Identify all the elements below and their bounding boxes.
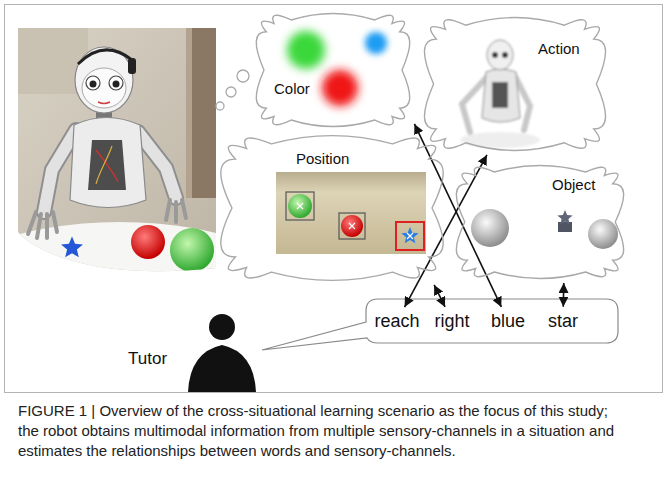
robot-photo	[90, 81, 97, 88]
tutor-silhouette	[188, 314, 256, 392]
robot-action-image	[460, 132, 540, 148]
word-text: reach	[374, 311, 419, 332]
robot-photo	[82, 68, 126, 108]
robot-photo	[192, 28, 216, 198]
robot-photo	[0, 222, 310, 382]
association-arrow	[434, 285, 445, 307]
cloud-outline	[252, 10, 414, 130]
thought-cloud: Action	[420, 14, 610, 154]
robot-photo	[28, 212, 57, 238]
cloud-outline	[452, 162, 628, 282]
tutor-silhouette	[209, 314, 235, 340]
robot-photo	[109, 76, 123, 90]
tutor-silhouette	[188, 345, 256, 392]
robot-action-image	[462, 78, 486, 132]
position-inset-photo	[276, 172, 426, 254]
position-inset-photo	[341, 215, 363, 237]
object-shapes	[588, 219, 618, 249]
word-text: right	[434, 311, 469, 332]
cloud-label: Object	[552, 176, 595, 193]
word-token: right	[431, 310, 472, 333]
robot-photo	[98, 102, 110, 104]
robot-photo	[113, 81, 120, 88]
robot-action-image	[460, 40, 540, 148]
object-shapes	[471, 209, 509, 247]
thought-dots	[216, 70, 249, 110]
cloud-outline	[424, 18, 605, 151]
robot-photo	[78, 50, 132, 64]
cloud-label: Position	[296, 150, 349, 167]
association-arrow	[405, 155, 487, 307]
color-blobs	[365, 32, 387, 54]
cloud-label: Color	[274, 80, 310, 97]
robot-photo	[96, 150, 118, 182]
robot-photo	[0, 28, 310, 382]
position-inset-photo	[297, 203, 303, 209]
color-blobs	[322, 70, 358, 106]
robot-photo	[96, 146, 112, 184]
thought-cloud: Object	[452, 162, 628, 282]
association-arrow	[562, 283, 564, 307]
robot-photo	[61, 237, 83, 258]
robot-photo	[166, 200, 186, 222]
cloud-label: Action	[538, 40, 580, 57]
color-blobs	[287, 31, 325, 69]
robot-photo	[128, 58, 136, 74]
figure-frame	[5, 5, 663, 393]
position-inset-photo	[288, 194, 312, 218]
position-inset-photo	[286, 192, 314, 220]
position-inset-photo	[349, 223, 355, 229]
cloud-outline	[256, 13, 409, 126]
robot-action-image	[482, 69, 520, 122]
thought-dots	[226, 87, 236, 97]
robot-photo	[88, 140, 126, 190]
word-token: star	[545, 310, 581, 333]
cloud-outline	[221, 136, 443, 281]
object-shapes	[558, 222, 572, 232]
figure-caption: FIGURE 1 | Overview of the cross-situati…	[18, 401, 618, 461]
robot-photo	[131, 225, 165, 259]
cloud-outline	[456, 165, 623, 278]
robot-photo	[70, 118, 146, 208]
association-arrow	[414, 124, 501, 307]
position-inset-photo	[401, 227, 418, 243]
thought-dots	[237, 70, 249, 82]
robot-action-image	[487, 40, 513, 70]
cloud-outline	[420, 14, 610, 154]
thought-cloud: Position	[216, 132, 448, 284]
label-holder: Tutor	[128, 349, 167, 369]
tutor-label: Tutor	[128, 349, 167, 369]
word-token: reach	[371, 310, 422, 333]
object-shapes	[557, 210, 572, 224]
caption-holder: FIGURE 1 | Overview of the cross-situati…	[18, 401, 618, 461]
object-shapes	[471, 209, 618, 249]
thought-cloud: Color	[252, 10, 414, 130]
thought-dots	[216, 102, 224, 110]
position-inset-photo	[396, 222, 424, 250]
robot-photo	[186, 28, 192, 198]
robot-photo	[86, 76, 100, 90]
speech-bubble	[262, 299, 618, 350]
robot-action-image	[502, 52, 508, 58]
position-inset-photo	[339, 213, 365, 239]
robot-photo	[170, 228, 214, 272]
word-token: blue	[488, 310, 528, 333]
word-text: star	[548, 311, 578, 332]
word-text: blue	[491, 311, 525, 332]
robot-action-image	[492, 82, 508, 108]
position-inset-photo	[407, 233, 413, 239]
robot-photo	[75, 47, 133, 113]
position-inset-photo	[276, 172, 426, 254]
robot-action-image	[492, 52, 498, 58]
